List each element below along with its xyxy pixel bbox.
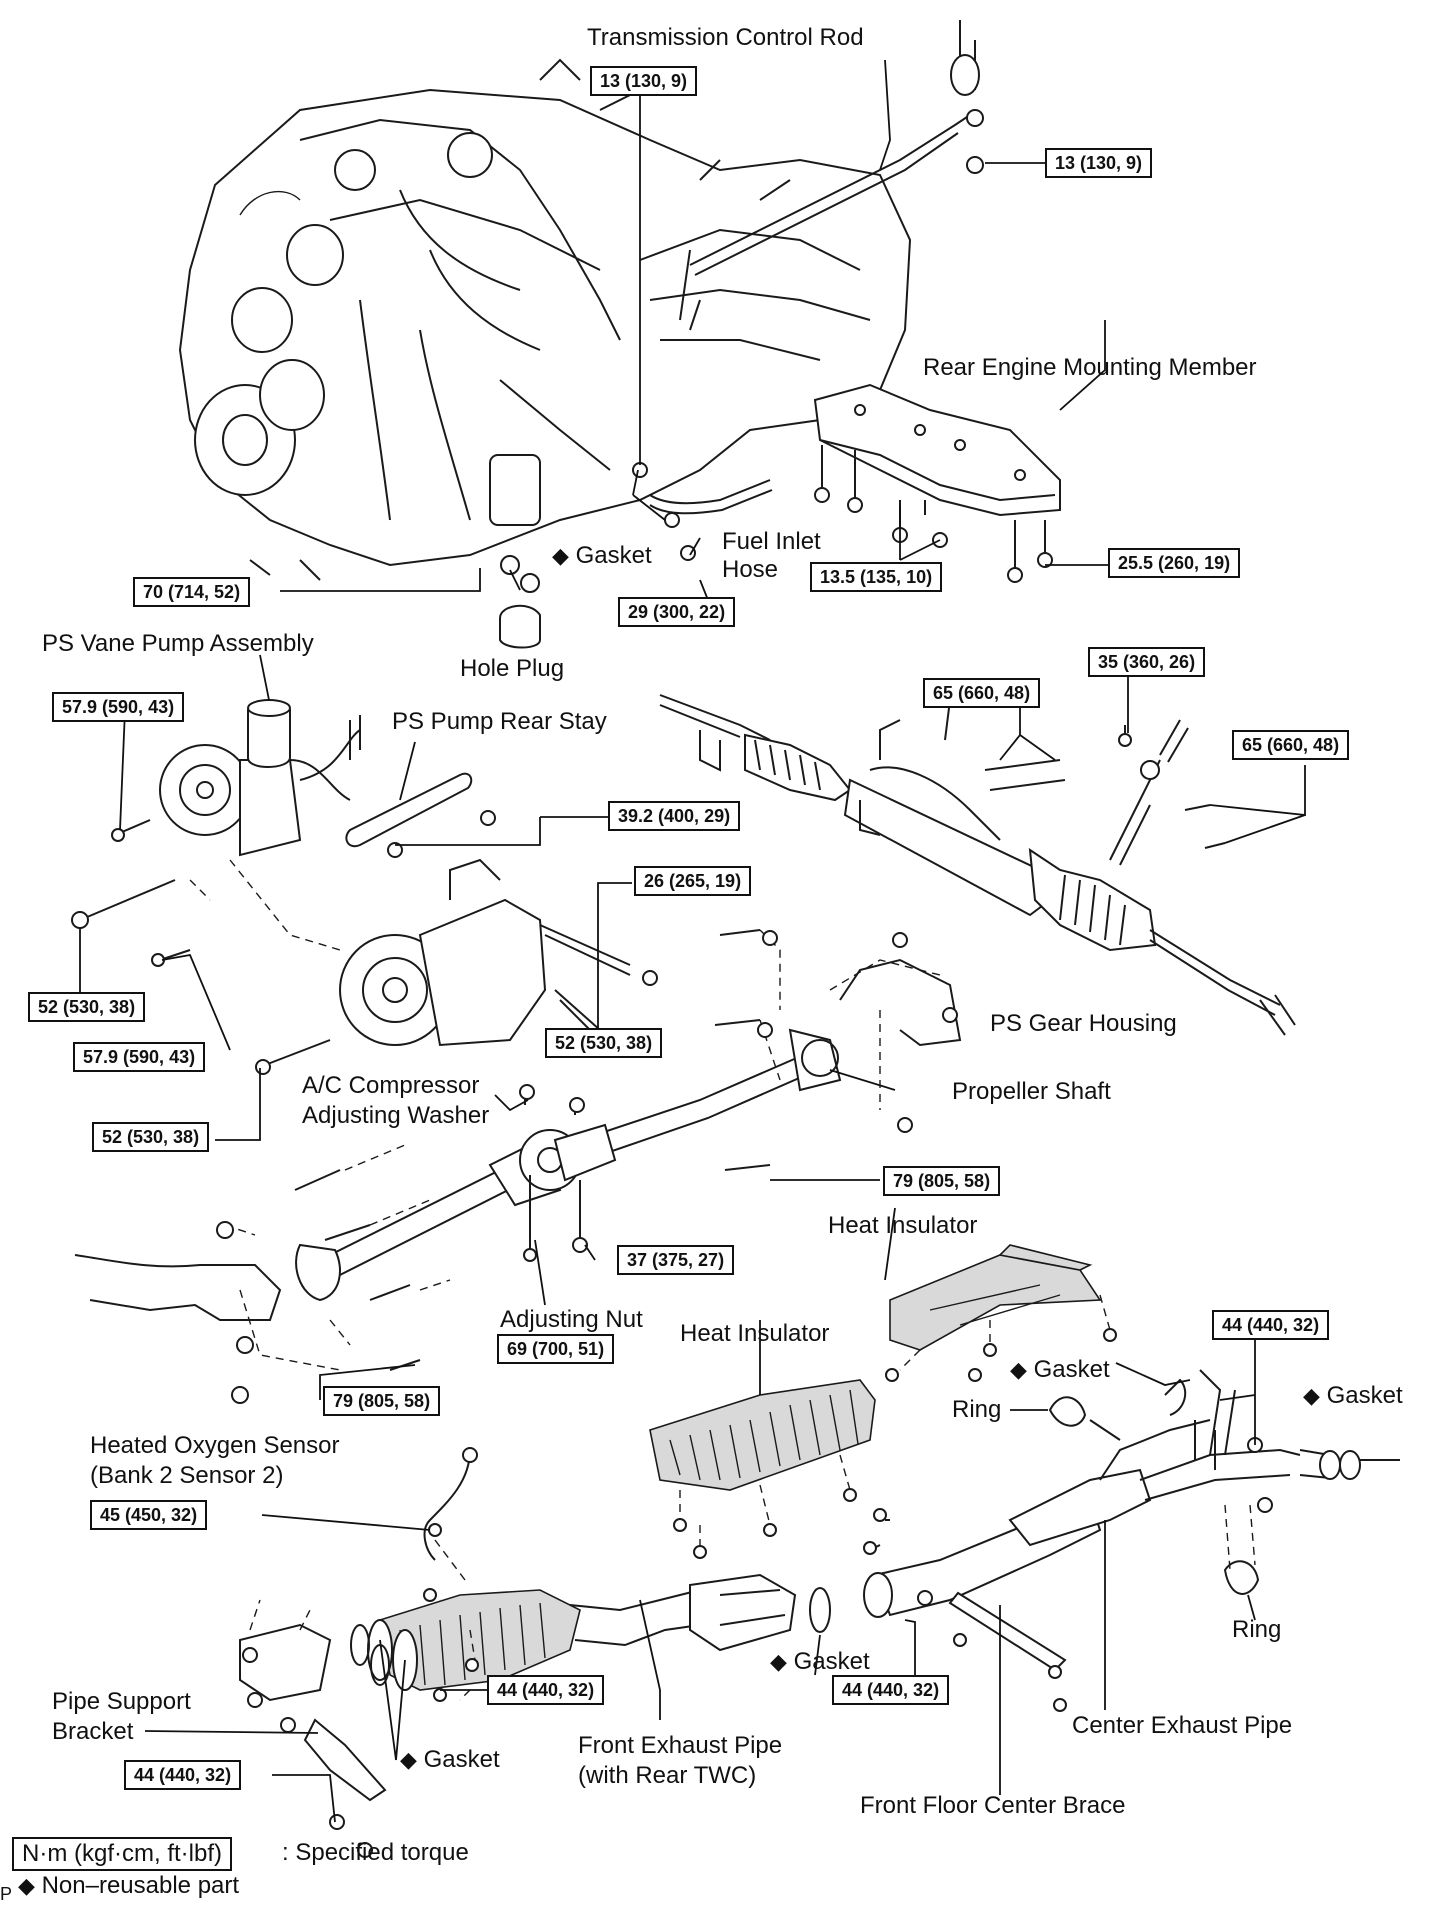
label-ps-gear-housing: PS Gear Housing [990, 1010, 1177, 1037]
ps-gear-housing [659, 689, 1296, 1036]
label-heated-oxygen-sensor: Heated Oxygen Sensor [90, 1432, 340, 1459]
torque-spec-ps-pump-lower-2: 57.9 (590, 43) [73, 1042, 206, 1072]
torque-spec-rack-65-right: 65 (660, 48) [1232, 730, 1350, 760]
torque-spec-rack-35: 35 (360, 26) [1088, 647, 1206, 677]
diamond-icon: ◆ [1010, 1357, 1027, 1382]
torque-spec-transmission-rod: 13 (130, 9) [590, 66, 698, 96]
diamond-icon: ◆ [552, 543, 569, 568]
leader-lines [79, 59, 1306, 1823]
ps-vane-pump-assembly [159, 699, 361, 857]
gasket-text: Gasket [793, 1648, 870, 1675]
label-bank2-sensor2: (Bank 2 Sensor 2) [90, 1462, 284, 1489]
heated-oxygen-sensor [423, 1447, 478, 1581]
label-rear-engine-mounting-member: Rear Engine Mounting Member [923, 354, 1257, 381]
torque-spec-exhaust-flange-upper: 44 (440, 32) [1212, 1310, 1330, 1340]
torque-spec-bracket: 44 (440, 32) [124, 1760, 242, 1790]
label-ring-upper: Ring [952, 1396, 1002, 1423]
diamond-icon: ◆ [18, 1873, 35, 1898]
label-gasket-front-pipe: ◆ Gasket [400, 1746, 500, 1774]
label-transmission-control-rod: Transmission Control Rod [587, 24, 864, 51]
torque-spec-compressor-lower: 52 (530, 38) [92, 1122, 210, 1152]
label-fuel-inlet: Fuel Inlet [722, 528, 821, 555]
torque-spec-center-bearing: 37 (375, 27) [617, 1245, 735, 1275]
transmission-control-rod [679, 20, 984, 331]
label-with-rear-twc: (with Rear TWC) [578, 1762, 757, 1789]
torque-spec-prop-front: 79 (805, 58) [323, 1386, 441, 1416]
torque-spec-oxygen-sensor: 45 (450, 32) [90, 1500, 208, 1530]
label-heat-insulator-upper: Heat Insulator [828, 1212, 978, 1239]
label-ac-compressor: A/C Compressor [302, 1072, 480, 1099]
ps-pump-rear-stay [345, 772, 496, 858]
torque-spec-ps-pump-lower: 52 (530, 38) [28, 992, 146, 1022]
label-front-floor-center-brace: Front Floor Center Brace [860, 1792, 1126, 1819]
gasket-text: Gasket [575, 542, 652, 569]
label-pipe-support-bracket: Bracket [52, 1718, 134, 1745]
legend-corner-letter: P [0, 1884, 13, 1904]
torque-spec-engine-mount: 70 (714, 52) [133, 577, 251, 607]
gasket-text: Gasket [1033, 1356, 1110, 1383]
legend-non-reusable: ◆ Non–reusable part [18, 1872, 239, 1900]
torque-spec-compressor-stud: 26 (265, 19) [634, 866, 752, 896]
gasket-text: Gasket [1326, 1382, 1403, 1409]
torque-spec-front-pipe-stud: 44 (440, 32) [487, 1675, 605, 1705]
diamond-icon: ◆ [400, 1747, 417, 1772]
pipe-support-bracket [280, 1717, 387, 1858]
label-ring-lower: Ring [1232, 1616, 1282, 1643]
torque-spec-member-rear: 25.5 (260, 19) [1108, 548, 1241, 578]
legend-specified-torque: : Specified torque [282, 1839, 469, 1866]
torque-spec-compressor-bolt: 52 (530, 38) [545, 1028, 663, 1058]
torque-spec-ps-pump-upper: 57.9 (590, 43) [52, 692, 185, 722]
label-propeller-shaft: Propeller Shaft [952, 1078, 1111, 1105]
label-fuel-inlet-hose: Hose [722, 556, 779, 583]
non-reusable-text: Non–reusable part [41, 1872, 240, 1899]
label-gasket-engine: ◆ Gasket [552, 542, 652, 570]
center-exhaust-pipe [863, 1369, 1400, 1618]
torque-spec-prop-rear: 79 (805, 58) [883, 1166, 1001, 1196]
heat-insulator-lower [649, 1379, 887, 1559]
legend-torque-unit-box: N·m (kgf·cm, ft·lbf) [12, 1837, 232, 1871]
torque-spec-member-front: 13.5 (135, 10) [810, 562, 943, 592]
torque-spec-adjusting-nut: 69 (700, 51) [497, 1334, 615, 1364]
label-adjusting-washer: Adjusting Washer [302, 1102, 490, 1129]
torque-spec-rack-65-left: 65 (660, 48) [923, 678, 1041, 708]
label-pipe-support: Pipe Support [52, 1688, 191, 1715]
label-heat-insulator-lower: Heat Insulator [680, 1320, 830, 1347]
rear-engine-mounting-member [813, 383, 1061, 583]
label-center-exhaust-pipe: Center Exhaust Pipe [1072, 1712, 1293, 1739]
torque-spec-rod-nut: 13 (130, 9) [1045, 148, 1153, 178]
diamond-icon: ◆ [1303, 1383, 1320, 1408]
gasket-text: Gasket [423, 1746, 500, 1773]
front-exhaust-pipe [367, 1573, 797, 1691]
label-gasket-front-cat: ◆ Gasket [770, 1648, 870, 1676]
propeller-shaft [295, 958, 962, 1302]
label-gasket-rear: ◆ Gasket [1303, 1382, 1403, 1410]
torque-spec-fuel-union: 29 (300, 22) [618, 597, 736, 627]
heat-insulator-upper [885, 1244, 1117, 1382]
label-gasket-center: ◆ Gasket [1010, 1356, 1110, 1384]
diamond-icon: ◆ [770, 1649, 787, 1674]
label-hole-plug: Hole Plug [460, 655, 565, 682]
torque-spec-rear-stay: 39.2 (400, 29) [608, 801, 741, 831]
label-ps-vane-pump: PS Vane Pump Assembly [42, 630, 314, 657]
label-front-exhaust-pipe: Front Exhaust Pipe [578, 1732, 783, 1759]
torque-spec-center-pipe-front: 44 (440, 32) [832, 1675, 950, 1705]
engine-assembly [178, 58, 912, 581]
label-ps-pump-rear-stay: PS Pump Rear Stay [392, 708, 607, 735]
hole-plug [499, 604, 541, 649]
ac-compressor [339, 858, 658, 1052]
label-adjusting-nut: Adjusting Nut [500, 1306, 643, 1333]
